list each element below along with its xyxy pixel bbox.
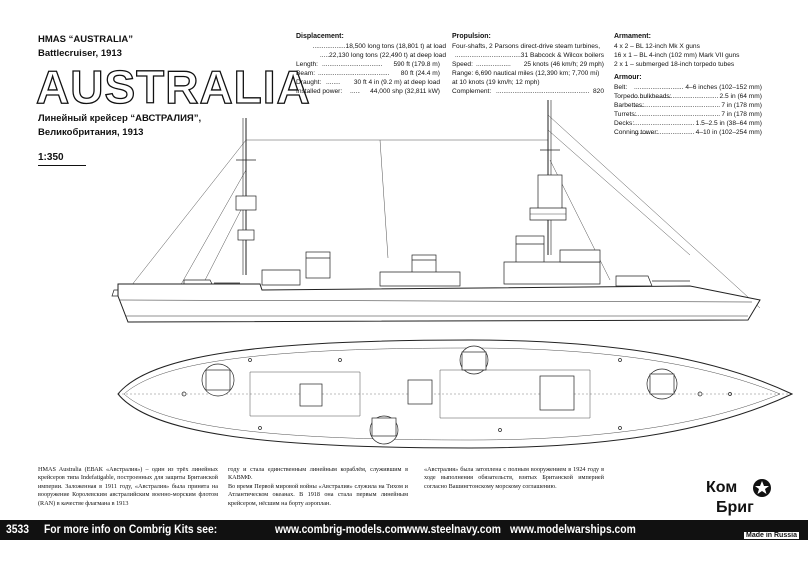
description-column-3: «Австралия» была затоплена с полным воор… bbox=[424, 466, 604, 490]
displacement-row: ..................18,500 long tons (18,8… bbox=[312, 43, 446, 50]
armour-label: Decks: bbox=[614, 120, 635, 127]
leader-dots: ........................................… bbox=[634, 129, 722, 136]
armour-value: 4–6 inches (102–152 mm) bbox=[684, 83, 762, 92]
ship-title-russian: Линейный крейсер “АВСТРАЛИЯ”, bbox=[38, 113, 202, 124]
armour-value: 2.5 in (64 mm) bbox=[718, 92, 762, 101]
leader-dots: ........................................… bbox=[634, 120, 722, 127]
spec-power: Installed power:44,000 shp (32,811 kW)..… bbox=[296, 87, 440, 96]
propulsion-line: ....................................31 B… bbox=[454, 52, 604, 59]
ship-profile-drawing bbox=[111, 100, 761, 323]
spec-range: Range: 6,690 nautical miles (12,390 km; … bbox=[452, 70, 600, 77]
logo-line-1: Ком bbox=[706, 479, 737, 496]
armour-label: Turrets: bbox=[614, 111, 637, 118]
armour-row: Torpedo bulkheads:......................… bbox=[614, 92, 762, 101]
ship-drawings bbox=[111, 100, 794, 449]
combrig-logo: Ком Бриг bbox=[700, 476, 778, 516]
spec-speed: Speed:25 knots (46 km/h; 29 mph)........… bbox=[452, 60, 604, 69]
displacement-heading: Displacement: bbox=[296, 33, 344, 40]
site-link-combrig[interactable]: www.combrig-models.com bbox=[275, 522, 406, 536]
armour-label: Belt: bbox=[614, 84, 628, 91]
scale-label: 1:350 bbox=[38, 152, 64, 163]
displacement-row: .....22,130 long tons (22,490 t) at deep… bbox=[319, 52, 446, 59]
armour-row: Conning tower:..........................… bbox=[614, 128, 762, 137]
armour-value: 7 in (178 mm) bbox=[720, 110, 762, 119]
propulsion-heading: Propulsion: bbox=[452, 33, 491, 40]
armour-row: Barbettes:..............................… bbox=[614, 101, 762, 110]
footer-bar: 3533 For more info on Combrig Kits see: … bbox=[0, 520, 808, 540]
leader-dots: ........................................… bbox=[634, 93, 722, 100]
more-info-text: For more info on Combrig Kits see: bbox=[44, 522, 218, 536]
ship-plan-drawing bbox=[117, 339, 794, 449]
description-column-1: HMAS Australia (ЕВАК «Австралия») – один… bbox=[38, 466, 218, 507]
leader-dots: ........................................… bbox=[634, 102, 722, 109]
armour-label: Conning tower: bbox=[614, 129, 659, 136]
armament-line: 2 x 1 – submerged 18-inch torpedo tubes bbox=[614, 61, 735, 68]
armament-heading: Armament: bbox=[614, 33, 651, 40]
kit-code: 3533 bbox=[6, 522, 29, 536]
ship-big-name: AUSTRALIA bbox=[35, 61, 311, 113]
spec-range-cont: at 10 knots (19 km/h; 12 mph) bbox=[452, 79, 540, 86]
propulsion-line: Four-shafts, 2 Parsons direct-drive stea… bbox=[452, 43, 601, 50]
armour-value: 4–10 in (102–254 mm) bbox=[694, 128, 762, 137]
spec-draught: Draught:30 ft 4 in (9.2 m) at deep load.… bbox=[296, 78, 440, 87]
star-icon bbox=[753, 479, 771, 497]
armour-value: 1.5–2.5 in (38–64 mm) bbox=[694, 119, 762, 128]
armour-row: Decks:..................................… bbox=[614, 119, 762, 128]
leader-dots: ........................................… bbox=[634, 111, 722, 118]
armour-row: Turrets:................................… bbox=[614, 110, 762, 119]
ship-title: HMAS “AUSTRALIA” bbox=[38, 34, 133, 45]
armament-line: 4 x 2 – BL 12-inch Mk X guns bbox=[614, 43, 700, 50]
spec-beam: Beam:80 ft (24.4 m).....................… bbox=[296, 69, 440, 78]
armour-value: 7 in (178 mm) bbox=[720, 101, 762, 110]
armour-row: Belt:...................................… bbox=[614, 83, 762, 92]
leader-dots: ........................................… bbox=[634, 84, 722, 91]
armament-line: 16 x 1 – BL 4-inch (102 mm) Mark VII gun… bbox=[614, 52, 740, 59]
scale-underline bbox=[38, 165, 86, 166]
ship-type-russian: Великобритания, 1913 bbox=[38, 127, 144, 138]
site-link-steelnavy[interactable]: www.steelnavy.com bbox=[404, 522, 501, 536]
spec-complement: Complement:820..........................… bbox=[452, 87, 604, 96]
logo-line-2: Бриг bbox=[716, 499, 754, 516]
armour-label: Torpedo bulkheads: bbox=[614, 93, 672, 100]
made-in-russia: Made in Russia bbox=[744, 532, 799, 539]
armour-label: Barbettes: bbox=[614, 102, 645, 109]
armour-heading: Armour: bbox=[614, 74, 642, 81]
site-link-modelwarships[interactable]: www.modelwarships.com bbox=[510, 522, 636, 536]
ship-type: Battlecruiser, 1913 bbox=[38, 48, 122, 59]
spec-length: Length:590 ft (179.8 m).................… bbox=[296, 60, 440, 69]
description-column-2: году и стала единственным линейным кораб… bbox=[228, 466, 408, 507]
